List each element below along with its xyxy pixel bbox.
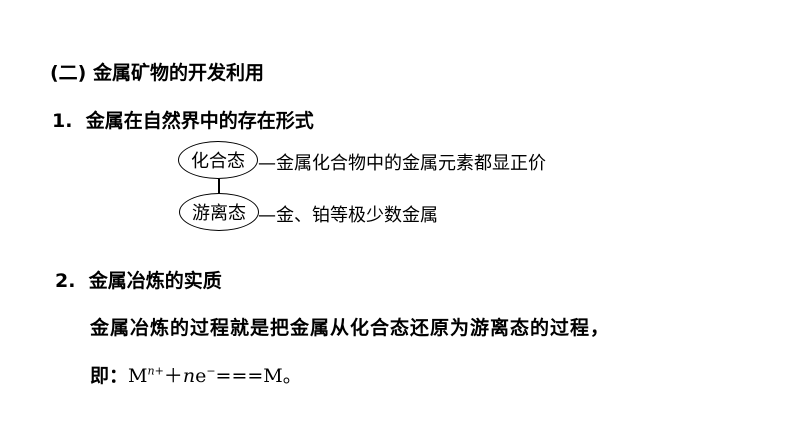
equation-plus: ＋ bbox=[163, 365, 183, 387]
item-2-number: 2. bbox=[55, 270, 76, 292]
state-free-ellipse: 游离态 bbox=[179, 193, 259, 231]
equation-end: 。 bbox=[282, 365, 302, 387]
equation-prefix: 即： bbox=[90, 365, 129, 387]
smelting-paragraph: 金属冶炼的过程就是把金属从化合态还原为游离态的过程， bbox=[90, 317, 611, 339]
item-2-title: 金属冶炼的实质 bbox=[88, 270, 222, 292]
equation-electron: e bbox=[195, 365, 207, 387]
item-2-heading: 2. 金属冶炼的实质 bbox=[55, 266, 222, 293]
equation-product: M bbox=[263, 365, 283, 387]
item-1-number: 1. bbox=[52, 110, 73, 132]
smelting-equation-line: 即：Mn+＋ne−===M。 bbox=[90, 361, 302, 388]
equation-electron-charge: − bbox=[206, 364, 216, 378]
equation-metal: M bbox=[128, 365, 148, 387]
state-free-label: 游离态 bbox=[192, 203, 246, 224]
equation-ion-charge: n+ bbox=[147, 364, 164, 378]
item-1-title: 金属在自然界中的存在形式 bbox=[85, 110, 314, 132]
state-combined-label: 化合态 bbox=[191, 151, 245, 172]
state-combined-description: —金属化合物中的金属元素都显正价 bbox=[258, 153, 546, 174]
state-connector-line bbox=[218, 179, 220, 193]
state-free-description: —金、铂等极少数金属 bbox=[258, 205, 438, 226]
state-combined-ellipse: 化合态 bbox=[178, 141, 258, 179]
equation-coefficient: n bbox=[182, 365, 196, 387]
section-heading: (二) 金属矿物的开发利用 bbox=[50, 62, 264, 84]
item-1-heading: 1. 金属在自然界中的存在形式 bbox=[52, 106, 314, 133]
equation-arrow: === bbox=[215, 365, 264, 387]
